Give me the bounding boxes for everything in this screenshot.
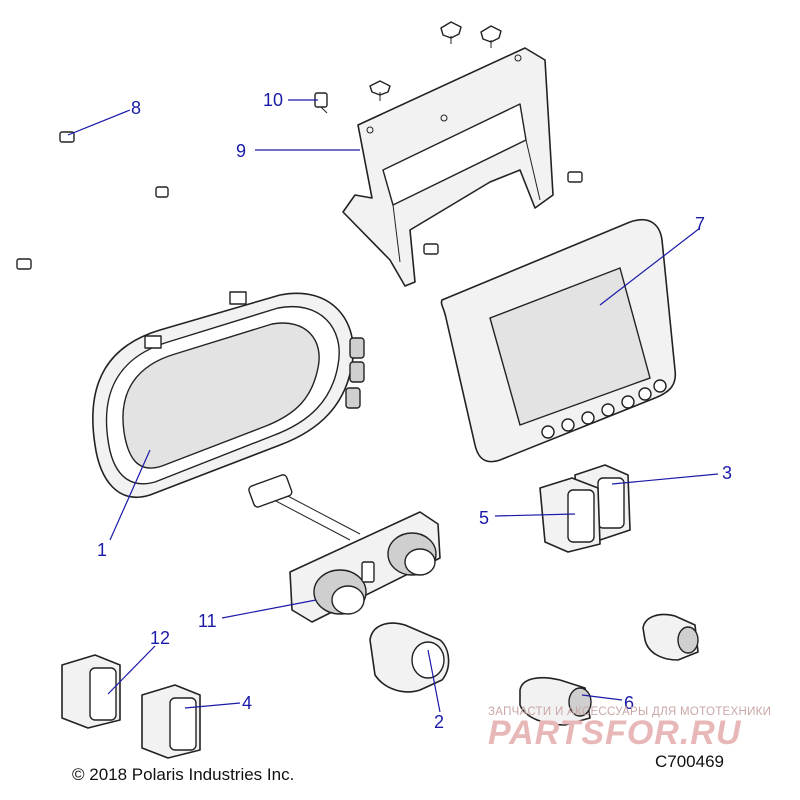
knob-icon	[387, 532, 437, 576]
display-buttons	[541, 379, 667, 439]
screw-icon	[16, 258, 32, 270]
leader-lines	[67, 99, 719, 713]
callout-11: 11	[198, 611, 217, 631]
screw-icon	[314, 92, 328, 114]
screw-icon	[440, 21, 462, 44]
knob-icon	[369, 622, 450, 693]
bracket-icon	[342, 47, 554, 287]
callout-9: 9	[236, 141, 246, 161]
watermark-logo: PARTSFOR.RU	[488, 714, 742, 752]
callout-2: 2	[434, 712, 444, 732]
screw-icon	[369, 80, 391, 101]
display-icon	[440, 218, 677, 463]
rocker-switch-icon	[61, 654, 121, 729]
rocker-switch-icon	[141, 684, 201, 759]
power-outlet-icon	[642, 613, 699, 661]
watermark-tagline: ЗАПЧАСТИ И АКСЕССУАРЫ ДЛЯ МОТОТЕХНИКИ	[488, 706, 772, 718]
callout-6: 6	[624, 693, 634, 713]
gauge-cluster-icon	[92, 291, 365, 498]
callout-8: 8	[131, 98, 141, 118]
rocker-switch-icon	[539, 477, 601, 553]
screw-icon	[155, 186, 169, 198]
callout-3: 3	[722, 463, 732, 483]
callout-1: 1	[97, 540, 107, 560]
knob-icon	[313, 569, 367, 615]
callout-10: 10	[263, 90, 283, 110]
callout-7: 7	[695, 214, 705, 234]
control-module	[248, 474, 441, 623]
screw-icon	[423, 243, 439, 255]
callout-12: 12	[150, 628, 170, 648]
copyright-notice: © 2018 Polaris Industries Inc.	[72, 765, 295, 784]
screw-icon	[480, 25, 502, 48]
callout-5: 5	[479, 508, 489, 528]
diagram-code: C700469	[655, 752, 725, 771]
screw-icon	[567, 171, 583, 183]
callout-4: 4	[242, 693, 252, 713]
